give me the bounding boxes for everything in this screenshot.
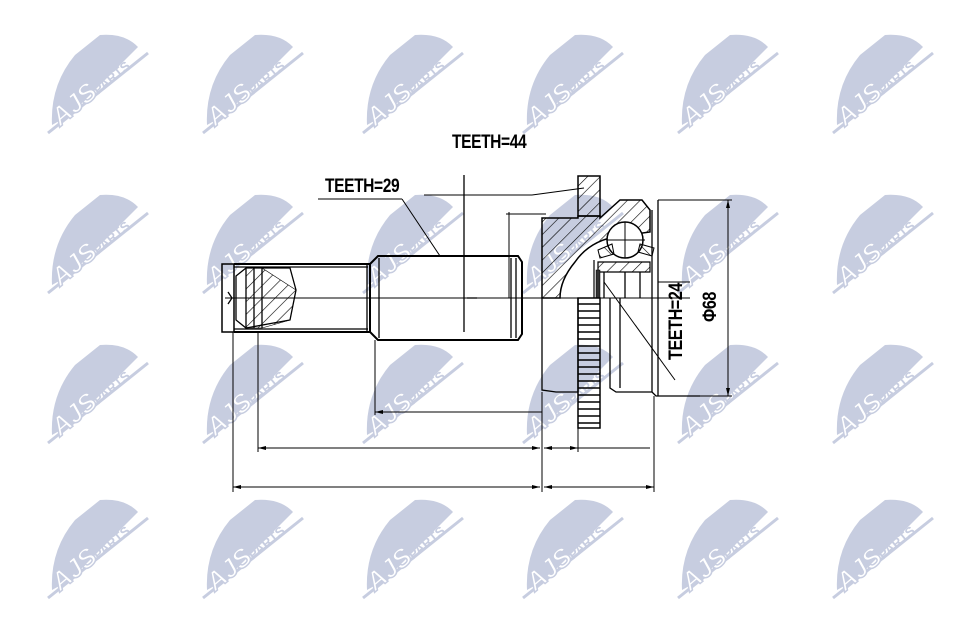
abs-tone-ring <box>577 297 601 429</box>
abs-teeth <box>578 303 600 424</box>
shaft-spline <box>369 175 523 341</box>
bell-housing <box>541 175 700 397</box>
label-diameter: Φ68 <box>700 292 721 322</box>
label-teeth-shaft: TEETH=29 <box>325 176 400 197</box>
label-teeth-outer: TEETH=44 <box>452 132 527 153</box>
shaft-thread-end <box>221 263 370 333</box>
label-teeth-inner: TEETH=24 <box>666 283 687 360</box>
